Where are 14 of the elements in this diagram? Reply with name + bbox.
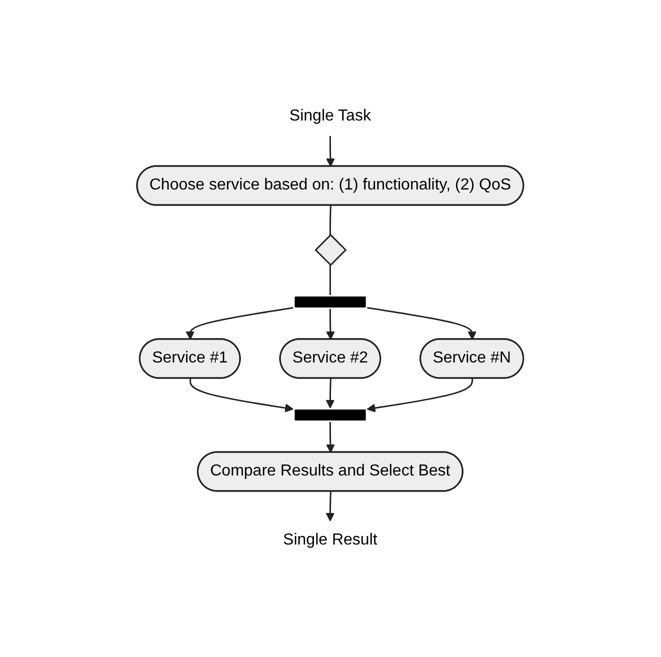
- arrow: [190, 378, 294, 412]
- arrow: [186, 307, 294, 340]
- arrow: [367, 378, 474, 412]
- arrow: [326, 309, 336, 340]
- node-text: Single Task: [290, 108, 372, 124]
- connector: [330, 205, 332, 235]
- node-diamond: [314, 234, 348, 266]
- node-text: Single Result: [283, 531, 378, 548]
- arrow: [326, 378, 335, 408]
- arrow: [326, 136, 336, 167]
- connector: [330, 265, 332, 295]
- arrow: [367, 307, 477, 340]
- arrow: [326, 491, 335, 522]
- arrow: [326, 422, 336, 453]
